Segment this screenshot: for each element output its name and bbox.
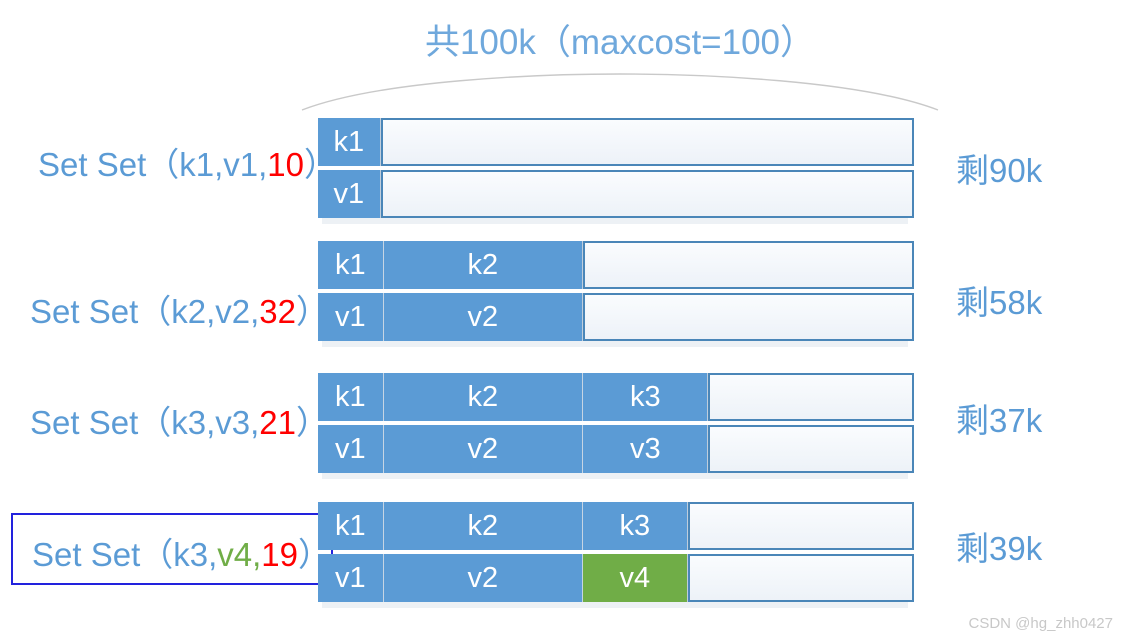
set-label-key: k1, <box>179 146 224 183</box>
set-label-cost: 19 <box>261 536 299 573</box>
set-label-cost: 32 <box>259 293 297 330</box>
set-label-value: v2, <box>215 293 260 330</box>
set-label-prefix: Set Set（ <box>32 536 174 573</box>
value-bar-free-space <box>687 554 914 602</box>
highlight-box <box>11 513 333 585</box>
remaining-capacity-label-3: 剩37k <box>956 402 1043 439</box>
set-label-key: k3, <box>173 536 218 573</box>
set-call-label-1: Set Set（k1,v1,10） <box>38 148 337 181</box>
value-bar-segment: v1 <box>318 170 381 218</box>
set-label-cost: 10 <box>267 146 305 183</box>
set-label-prefix: Set Set（ <box>30 404 172 441</box>
capacity-brace <box>300 50 940 112</box>
row-shadow <box>322 473 908 479</box>
key-bar-segment: k2 <box>383 502 584 550</box>
remaining-capacity-label-1: 剩90k <box>956 152 1043 189</box>
set-call-label-4: Set Set（k3,v4,19） <box>32 538 331 571</box>
value-bar-segment: v3 <box>583 425 709 473</box>
key-bar-free-space <box>583 241 914 289</box>
value-bar-segment: v2 <box>383 293 584 341</box>
key-bar-segment: k2 <box>383 241 584 289</box>
value-bar-free-space <box>380 170 914 218</box>
set-call-label-3: Set Set（k3,v3,21） <box>30 406 329 439</box>
set-label-prefix: Set Set（ <box>30 293 172 330</box>
row-shadow <box>322 341 908 347</box>
value-bar-free-space <box>708 425 914 473</box>
set-label-value: v3, <box>215 404 260 441</box>
page-title: 共100k（maxcost=100） <box>424 23 816 62</box>
value-bar-segment: v2 <box>383 425 584 473</box>
watermark: CSDN @hg_zhh0427 <box>968 615 1113 632</box>
key-bar-segment: k3 <box>583 373 709 421</box>
set-label-cost: 21 <box>259 404 297 441</box>
key-bar-segment: k1 <box>318 502 384 550</box>
set-label-value: v1, <box>223 146 268 183</box>
key-bar-segment: k1 <box>318 241 384 289</box>
value-bar-segment: v1 <box>318 425 384 473</box>
remaining-capacity-label-4: 剩39k <box>956 530 1043 567</box>
key-bar-segment: k1 <box>318 373 384 421</box>
set-label-value: v4, <box>217 536 262 573</box>
value-bar-segment: v2 <box>383 554 584 602</box>
set-call-label-2: Set Set（k2,v2,32） <box>30 295 329 328</box>
key-bar-free-space <box>687 502 914 550</box>
set-label-key: k3, <box>171 404 216 441</box>
key-bar-free-space <box>380 118 914 166</box>
brace-icon <box>301 50 939 111</box>
row-shadow <box>322 602 908 608</box>
key-bar-segment: k2 <box>383 373 584 421</box>
value-bar-segment: v1 <box>318 293 384 341</box>
set-label-prefix: Set Set（ <box>38 146 180 183</box>
key-bar-segment: k3 <box>583 502 688 550</box>
value-bar-segment: v1 <box>318 554 384 602</box>
row-shadow <box>322 218 908 224</box>
remaining-capacity-label-2: 剩58k <box>956 284 1043 321</box>
value-bar-free-space <box>583 293 914 341</box>
set-label-key: k2, <box>171 293 216 330</box>
value-bar-segment: v4 <box>583 554 688 602</box>
key-bar-free-space <box>708 373 914 421</box>
key-bar-segment: k1 <box>318 118 381 166</box>
